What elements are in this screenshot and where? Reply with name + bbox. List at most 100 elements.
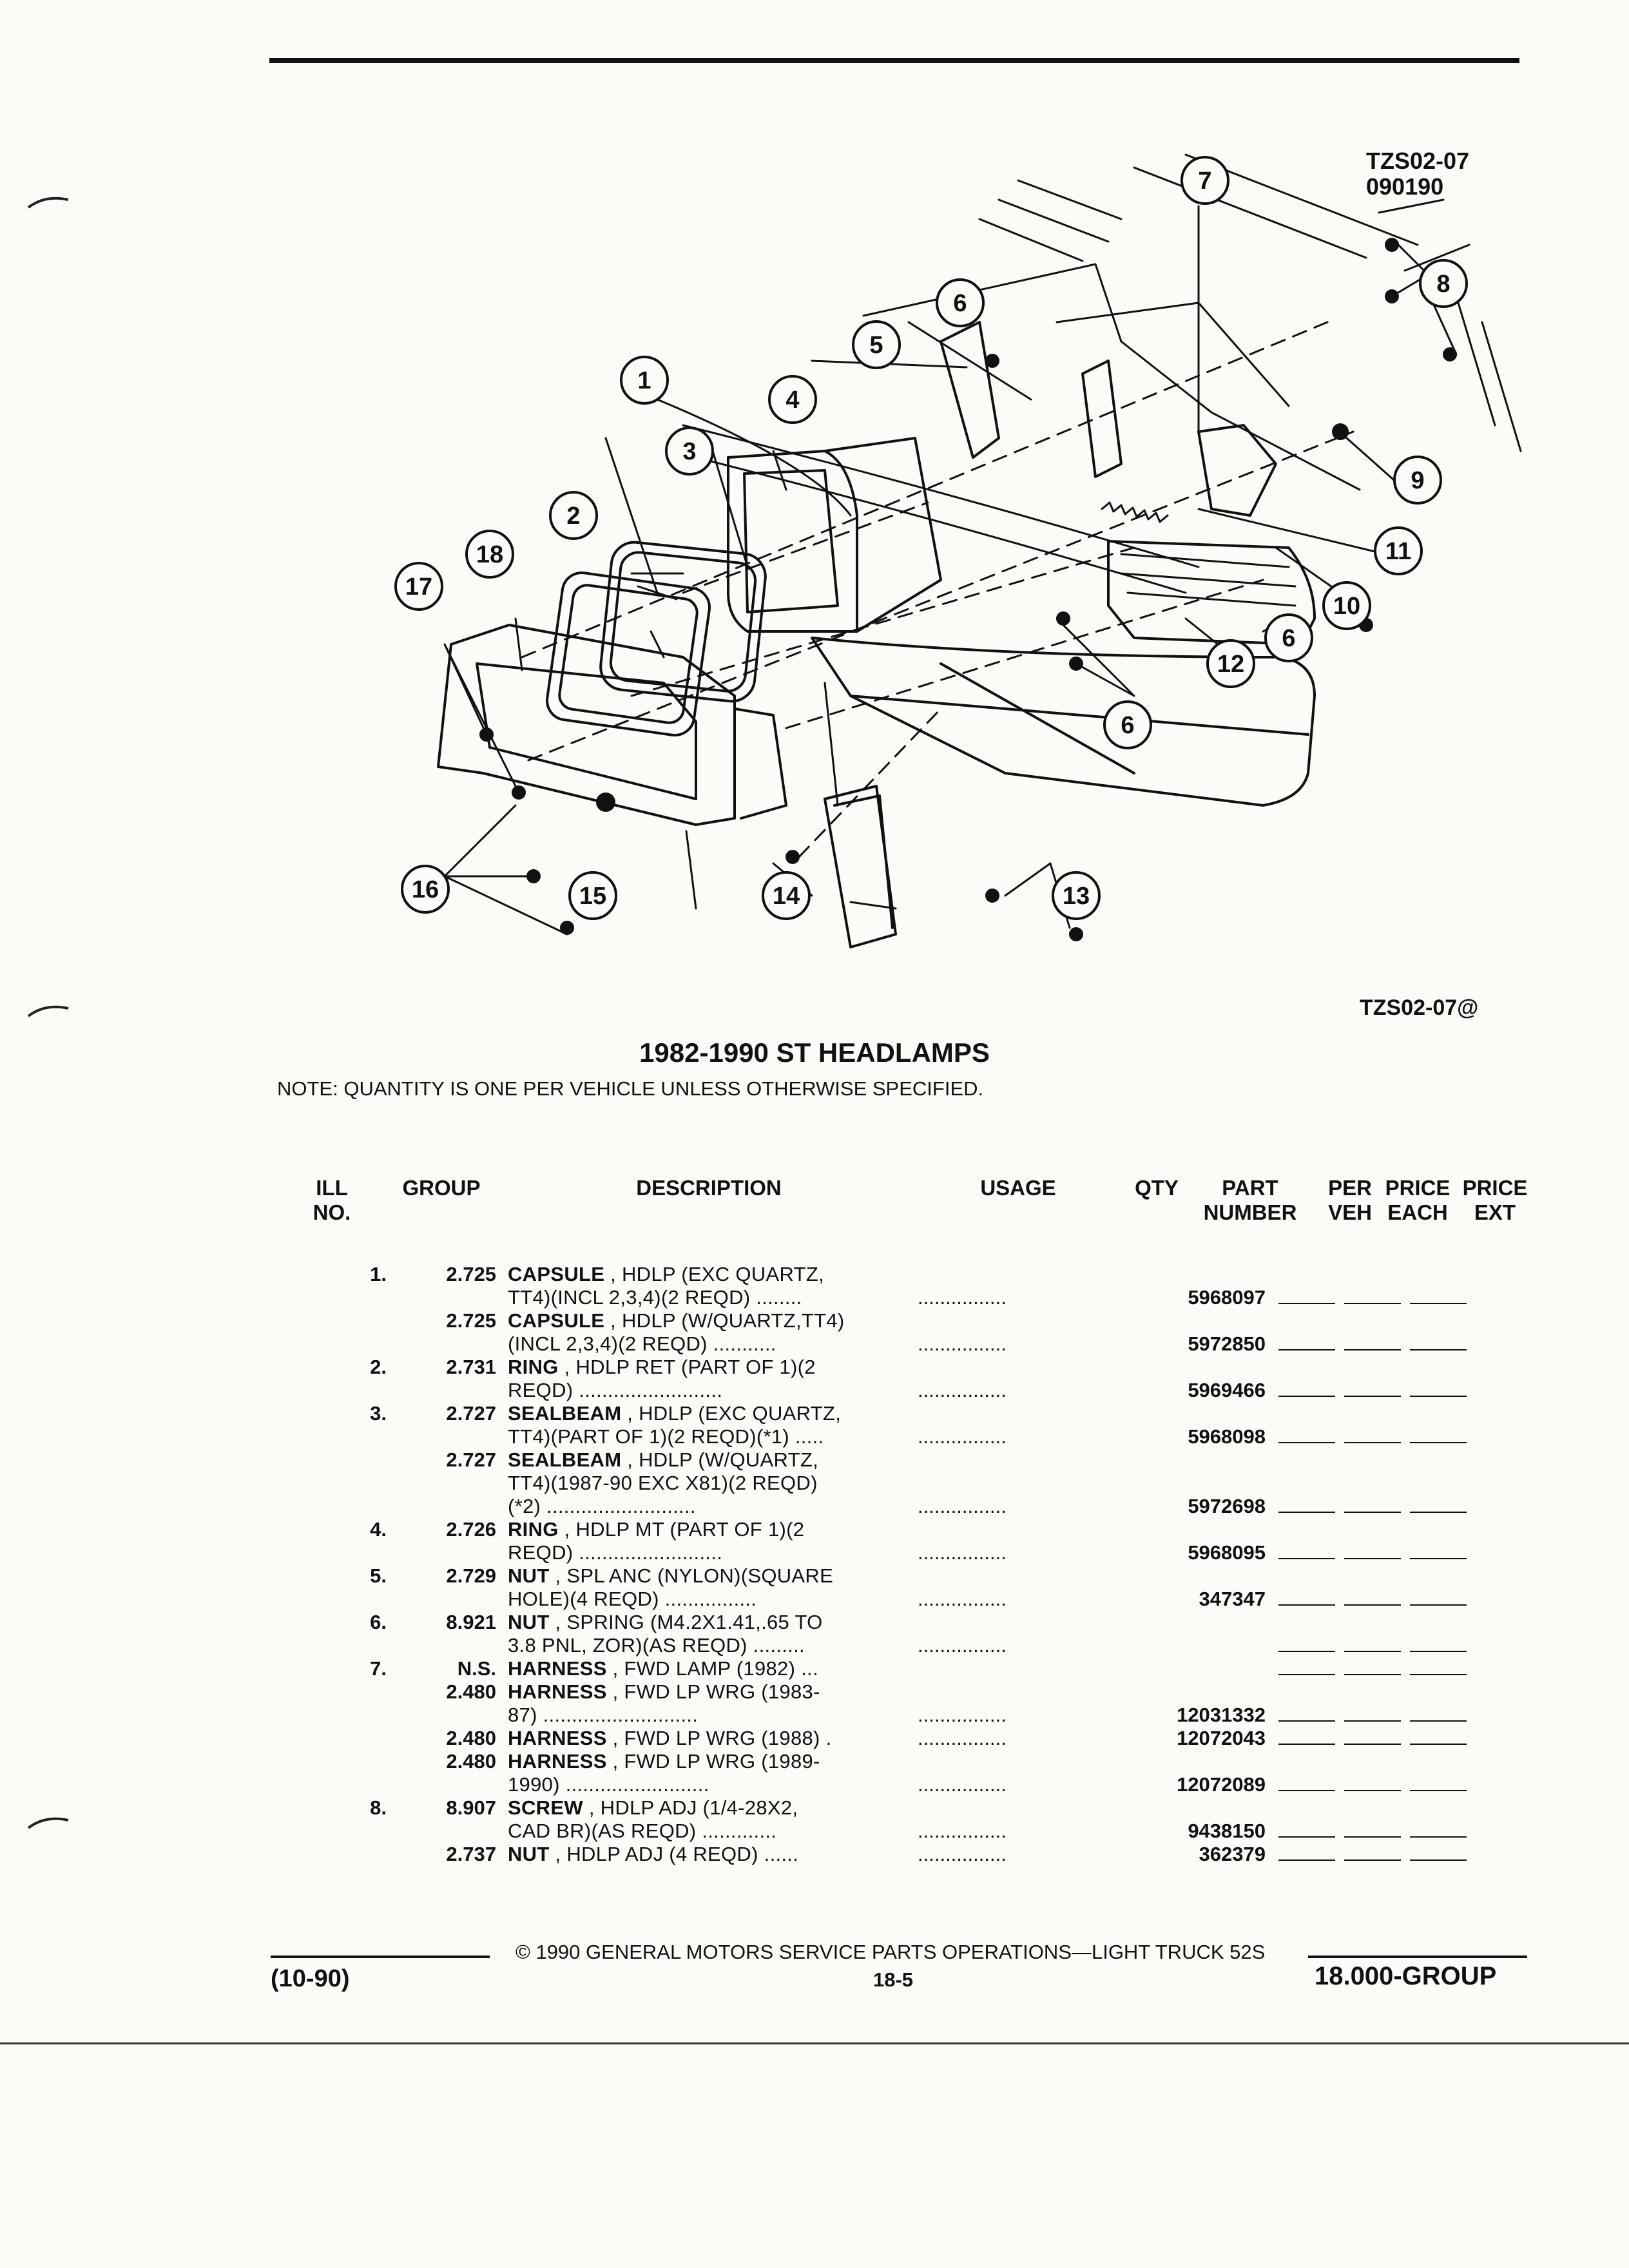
part-name: SEALBEAM <box>508 1402 622 1425</box>
usage-dots: ................ <box>918 1727 1007 1749</box>
description: RING , HDLP MT (PART OF 1)(2 <box>508 1518 907 1541</box>
price-blank <box>1278 1299 1335 1304</box>
description: NUT , SPRING (M4.2X1.41,.65 TO <box>508 1611 907 1634</box>
part-number <box>1137 1634 1266 1657</box>
group-code <box>400 1286 508 1309</box>
part-name: HARNESS <box>508 1680 607 1703</box>
ill-number <box>335 1286 400 1309</box>
price-blanks <box>1266 1541 1498 1564</box>
svg-text:9: 9 <box>1411 467 1424 494</box>
usage-dots <box>907 1518 1137 1541</box>
col-per-veh: PER VEH <box>1321 1176 1379 1225</box>
col-per-l2: VEH <box>1328 1200 1372 1224</box>
description-line: , HDLP RET (PART OF 1)(2 <box>564 1356 816 1378</box>
part-number: 5968098 <box>1188 1425 1266 1448</box>
ill-number <box>335 1704 400 1727</box>
description-line: 1990) ......................... <box>508 1773 709 1796</box>
col-price-each: PRICE EACH <box>1379 1176 1456 1225</box>
part-number <box>1137 1611 1266 1634</box>
svg-text:13: 13 <box>1063 883 1090 910</box>
table-row: 87) ....................................… <box>335 1704 1498 1727</box>
table-row: TT4)(INCL 2,3,4)(2 REQD) ...............… <box>335 1286 1498 1309</box>
usage-dots: ................ <box>918 1634 1007 1657</box>
price-blank <box>1278 1670 1335 1675</box>
svg-text:16: 16 <box>412 876 439 903</box>
description: 1990) ......................... <box>508 1773 907 1796</box>
part-name: SCREW <box>508 1796 583 1819</box>
price-blanks <box>1266 1495 1498 1518</box>
price-blank <box>1344 1647 1401 1652</box>
svg-text:15: 15 <box>579 883 606 910</box>
col-group: GROUP <box>402 1176 481 1200</box>
price-blank <box>1344 1554 1401 1559</box>
description-line: 87) ........................... <box>508 1704 699 1726</box>
svg-text:12: 12 <box>1217 651 1244 678</box>
callout-numbers <box>394 156 1468 920</box>
usage-dots: ................ <box>918 1379 1007 1401</box>
part-number: 5968095 <box>1188 1541 1266 1564</box>
ill-number <box>335 1448 400 1472</box>
description: NUT , HDLP ADJ (4 REQD) ...... <box>508 1843 907 1866</box>
price-blanks <box>1266 1820 1498 1843</box>
group-code <box>400 1634 508 1657</box>
ill-number <box>335 1634 400 1657</box>
description-line: REQD) ......................... <box>508 1541 723 1564</box>
price-blanks <box>1266 1704 1498 1727</box>
price-blank <box>1278 1508 1335 1513</box>
part-number <box>1137 1309 1266 1332</box>
mounting-ring <box>727 437 942 633</box>
part-number <box>1137 1657 1266 1680</box>
price-blank <box>1278 1600 1335 1606</box>
group-code: 2.729 <box>446 1564 496 1587</box>
price-blanks <box>1266 1564 1498 1588</box>
ill-number: 4. <box>370 1518 387 1541</box>
usage-dots <box>907 1750 1137 1773</box>
group-code: 2.731 <box>446 1356 496 1378</box>
part-number <box>1137 1796 1266 1820</box>
price-blank <box>1410 1554 1467 1559</box>
price-blank <box>1278 1345 1335 1350</box>
table-row: REQD) ..................................… <box>335 1379 1498 1402</box>
part-number: 12072043 <box>1177 1727 1266 1749</box>
group-code: 2.725 <box>446 1263 496 1285</box>
part-number <box>1137 1472 1266 1495</box>
ill-number: 7. <box>370 1657 387 1680</box>
usage-dots: ................ <box>918 1843 1007 1865</box>
price-blank <box>1278 1438 1335 1443</box>
description: HARNESS , FWD LAMP (1982) ... <box>508 1657 907 1680</box>
price-blank <box>1410 1345 1467 1350</box>
price-blank <box>1344 1299 1401 1304</box>
quantity-note: NOTE: QUANTITY IS ONE PER VEHICLE UNLESS… <box>277 1077 984 1100</box>
page-title: 1982-1990 ST HEADLAMPS <box>639 1037 990 1068</box>
part-number: 5972698 <box>1188 1495 1266 1517</box>
part-number <box>1137 1518 1266 1541</box>
description: HARNESS , FWD LP WRG (1989- <box>508 1750 907 1773</box>
part-number: 9438150 <box>1188 1820 1266 1842</box>
usage-dots: ................ <box>918 1820 1007 1842</box>
description-line: , SPRING (M4.2X1.41,.65 TO <box>555 1611 823 1633</box>
ill-number <box>335 1843 400 1866</box>
usage-dots: ................ <box>918 1332 1007 1355</box>
usage-dots: ................ <box>918 1704 1007 1726</box>
price-blank <box>1344 1600 1401 1606</box>
part-number <box>1137 1263 1266 1286</box>
top-rule <box>269 58 1519 63</box>
part-number <box>1137 1402 1266 1425</box>
part-number <box>1137 1448 1266 1472</box>
description-line: , HDLP ADJ (1/4-28X2, <box>588 1796 798 1819</box>
col-description: DESCRIPTION <box>636 1176 782 1200</box>
ill-number: 2. <box>370 1356 387 1378</box>
ill-number <box>335 1309 400 1332</box>
diagram-code-line: TZS02-07 <box>1366 148 1470 174</box>
group-code <box>400 1472 508 1495</box>
price-blank <box>1278 1856 1335 1861</box>
part-name: CAPSULE <box>508 1263 605 1285</box>
group-code <box>400 1332 508 1356</box>
group-code: 2.726 <box>446 1518 496 1541</box>
